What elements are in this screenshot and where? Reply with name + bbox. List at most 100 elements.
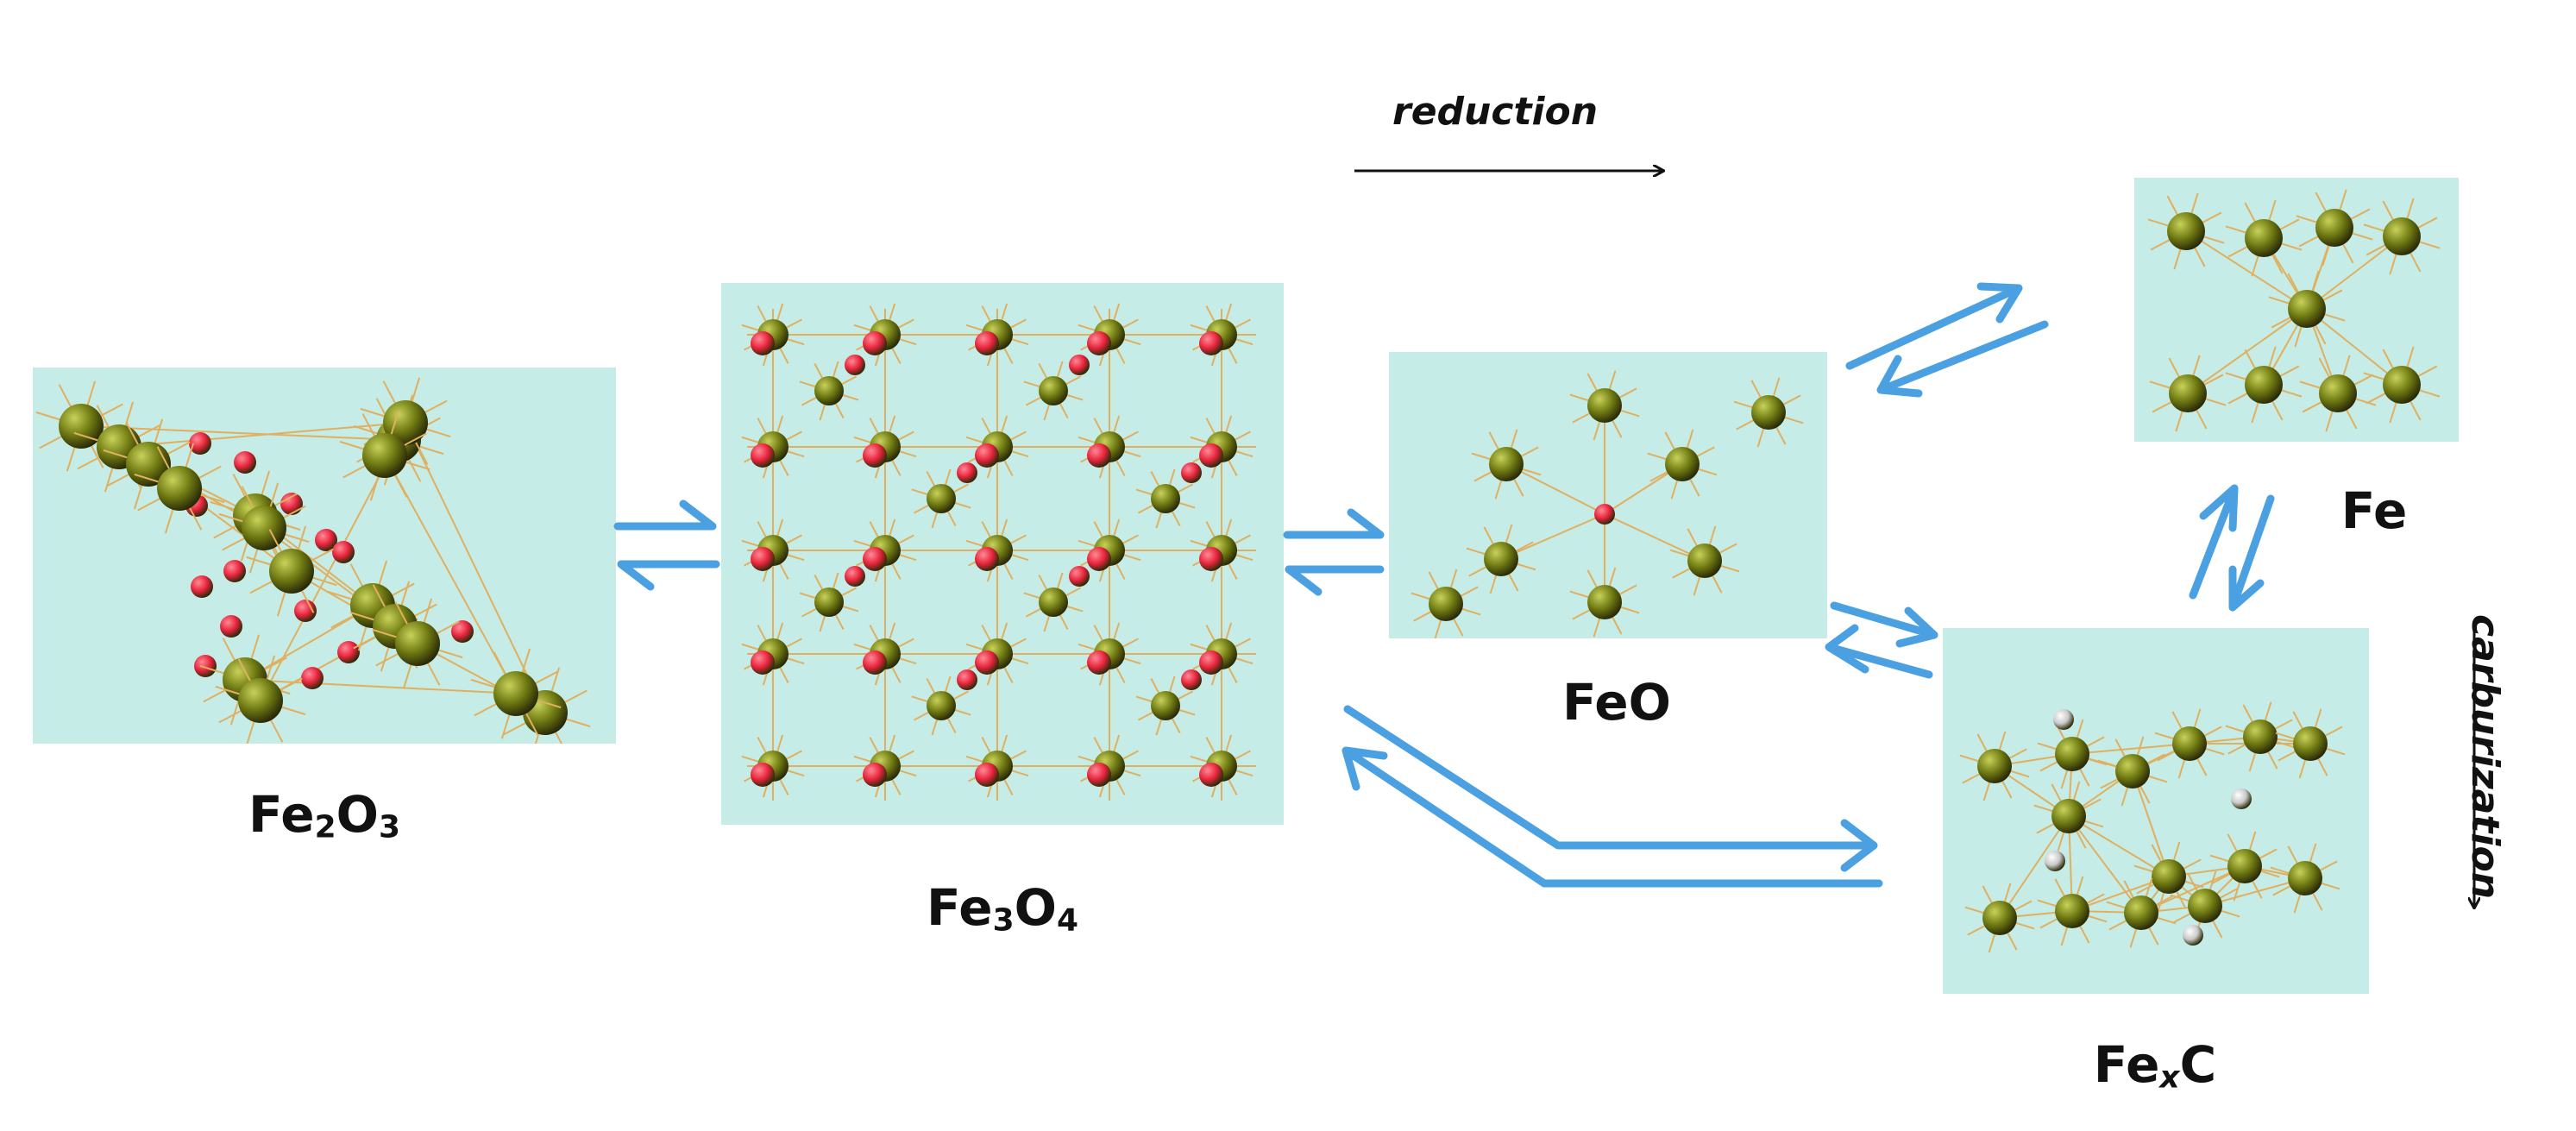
bond-line: [80, 425, 399, 441]
bond-line: [2204, 877, 2306, 907]
iron-atom: [1039, 376, 1068, 405]
iron-atom: [2055, 894, 2089, 928]
oxygen-atom: [751, 443, 775, 468]
iron-atom: [814, 587, 844, 617]
oxygen-atom: [1087, 443, 1111, 468]
oxygen-atom: [1087, 331, 1111, 355]
iron-atom: [269, 549, 314, 594]
oxygen-atom: [863, 443, 887, 468]
oxygen-atom: [751, 763, 775, 787]
oxygen-atom: [863, 331, 887, 355]
oxygen-atom: [1087, 547, 1111, 571]
oxygen-atom: [1181, 669, 1202, 690]
oxygen-atom: [1199, 650, 1223, 675]
bond-line: [2068, 815, 2142, 914]
oxygen-atom: [845, 355, 865, 375]
bond-line: [2306, 236, 2403, 310]
iron-atom: [1151, 484, 1180, 513]
iron-atom: [2245, 366, 2283, 404]
oxygen-atom: [1087, 650, 1111, 675]
oxygen-atom: [191, 575, 213, 598]
fe-label: Fe: [2340, 481, 2408, 540]
oxygen-atom: [1199, 547, 1223, 571]
oxygen-atom: [1069, 355, 1090, 375]
bond-line: [2185, 230, 2308, 310]
bond-line: [244, 679, 517, 694]
oxygen-atom: [975, 443, 999, 468]
oxygen-atom: [1199, 763, 1223, 787]
fe3o4-lattice: [741, 303, 1256, 801]
bond-line: [1999, 815, 2070, 919]
bond-line: [2068, 815, 2170, 877]
fe-fexc-equilibrium-arrow: [2189, 484, 2275, 612]
carbon-atom: [2183, 925, 2203, 946]
iron-atom: [1429, 587, 1463, 621]
oxygen-atom: [863, 763, 887, 787]
oxygen-atom: [957, 669, 977, 690]
iron-atom: [2188, 889, 2222, 923]
feo-label: FeO: [1562, 673, 1671, 732]
fe3o4-structure-panel: [721, 283, 1284, 825]
fexc-structure-panel: [1943, 628, 2369, 994]
oxygen-atom: [220, 615, 242, 638]
oxygen-atom: [751, 547, 775, 571]
feo-fe-equilibrium-arrow: [1845, 282, 2049, 398]
iron-atom: [493, 671, 538, 716]
iron-atom: [395, 621, 440, 666]
iron-atom: [1982, 901, 2017, 935]
oxygen-atom: [1594, 504, 1615, 525]
oxygen-atom: [301, 667, 324, 689]
iron-atom: [1587, 388, 1622, 423]
oxygen-atom: [223, 560, 246, 582]
bond-line: [118, 422, 406, 448]
carburization-annotation: carburization: [2463, 614, 2507, 900]
iron-atom: [2169, 374, 2207, 412]
oxygen-atom: [975, 763, 999, 787]
oxygen-atom: [975, 331, 999, 355]
carbon-atom: [2231, 789, 2252, 809]
oxygen-atom: [332, 541, 355, 563]
oxygen-atom: [751, 331, 775, 355]
iron-atom: [362, 433, 407, 478]
iron-atom: [2243, 719, 2278, 754]
oxygen-atom: [294, 600, 317, 622]
oxygen-atom: [1087, 763, 1111, 787]
oxygen-atom: [337, 641, 360, 663]
iron-atom: [927, 691, 956, 720]
iron-atom: [1489, 447, 1524, 481]
iron-atom: [2245, 219, 2283, 257]
iron-atom: [814, 376, 844, 405]
carbon-atom: [2053, 709, 2074, 730]
oxygen-atom: [975, 650, 999, 675]
iron-atom: [242, 506, 286, 550]
iron-atom: [157, 466, 202, 511]
iron-atom: [2051, 799, 2086, 833]
oxygen-atom: [194, 655, 217, 677]
bond-line: [1604, 513, 1706, 562]
oxygen-atom: [189, 432, 211, 455]
carbon-atom: [2045, 851, 2065, 871]
fe-lattice: [2147, 189, 2441, 432]
fe2o3-fe3o4-equilibrium-arrow: [613, 500, 720, 591]
oxygen-atom: [975, 547, 999, 571]
feo-structure-panel: [1389, 352, 1827, 638]
bond-line: [1505, 463, 1605, 515]
iron-atom: [1687, 544, 1722, 578]
bond-line: [1500, 513, 1605, 560]
iron-atom: [2115, 754, 2150, 789]
bond-line: [405, 422, 546, 713]
oxygen-atom: [315, 529, 337, 551]
feo-fexc-equilibrium-arrow: [1825, 601, 1938, 679]
iron-atom: [2124, 895, 2158, 930]
iron-atom: [1039, 587, 1068, 617]
iron-atom: [1977, 749, 2012, 783]
iron-atom: [59, 404, 104, 449]
iron-atom: [1484, 542, 1518, 576]
fe2o3-label: Fe2O3: [248, 785, 400, 845]
iron-atom: [2167, 212, 2205, 250]
oxygen-atom: [280, 493, 303, 515]
fe3o4-fexc-equilibrium-arrow: [1341, 705, 1883, 888]
oxygen-atom: [234, 451, 256, 474]
oxygen-atom: [957, 462, 977, 483]
